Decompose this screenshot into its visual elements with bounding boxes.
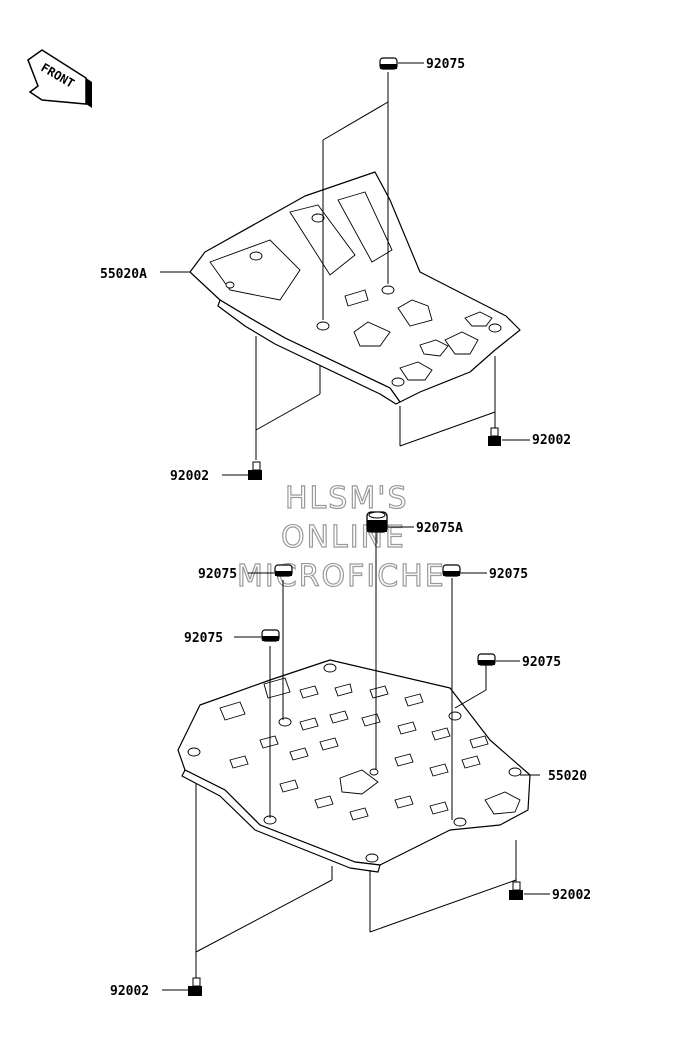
watermark: HLSM'S ONLINE MICROFICHE — [236, 480, 446, 594]
part-label-92075-lower-left: 92075 — [184, 631, 223, 646]
part-label-92002-upper-left: 92002 — [170, 469, 209, 484]
nut-lower-right-top-icon — [442, 564, 461, 577]
label-leaders — [162, 62, 550, 991]
part-label-92075-lower-right: 92075 — [522, 655, 561, 670]
lower-leader-lines — [195, 532, 540, 978]
part-label-92002-lower-left: 92002 — [110, 984, 149, 999]
part-label-92002-lower-right: 92002 — [552, 888, 591, 903]
lower-guard-slots — [229, 683, 489, 821]
nut-lower-left-top-icon — [274, 564, 293, 577]
watermark-line-3: MICROFICHE — [237, 559, 446, 594]
nut-lower-left-icon — [261, 629, 280, 642]
watermark-line-1: HLSM'S — [285, 481, 409, 516]
part-label-55020a: 55020A — [100, 267, 147, 282]
part-label-92075-lower-left-top: 92075 — [198, 567, 237, 582]
upper-leader-lines — [160, 72, 496, 460]
lower-skid-guard — [177, 659, 531, 873]
part-label-92075-upper: 92075 — [426, 57, 465, 72]
collar-icon — [366, 511, 388, 533]
bolt-upper-left-icon — [248, 461, 262, 480]
part-label-92002-upper-right: 92002 — [532, 433, 571, 448]
part-label-92075-lower-right-top: 92075 — [489, 567, 528, 582]
part-label-55020: 55020 — [548, 769, 587, 784]
upper-skid-guard — [189, 171, 521, 405]
nut-upper-icon — [379, 57, 398, 70]
bolt-lower-left-icon — [188, 977, 202, 996]
bolt-lower-right-icon — [509, 881, 523, 900]
front-arrow-icon: FRONT — [27, 49, 92, 108]
part-label-92075a: 92075A — [416, 521, 463, 536]
bolt-upper-right-icon — [488, 427, 501, 446]
nut-lower-right-icon — [477, 653, 496, 666]
